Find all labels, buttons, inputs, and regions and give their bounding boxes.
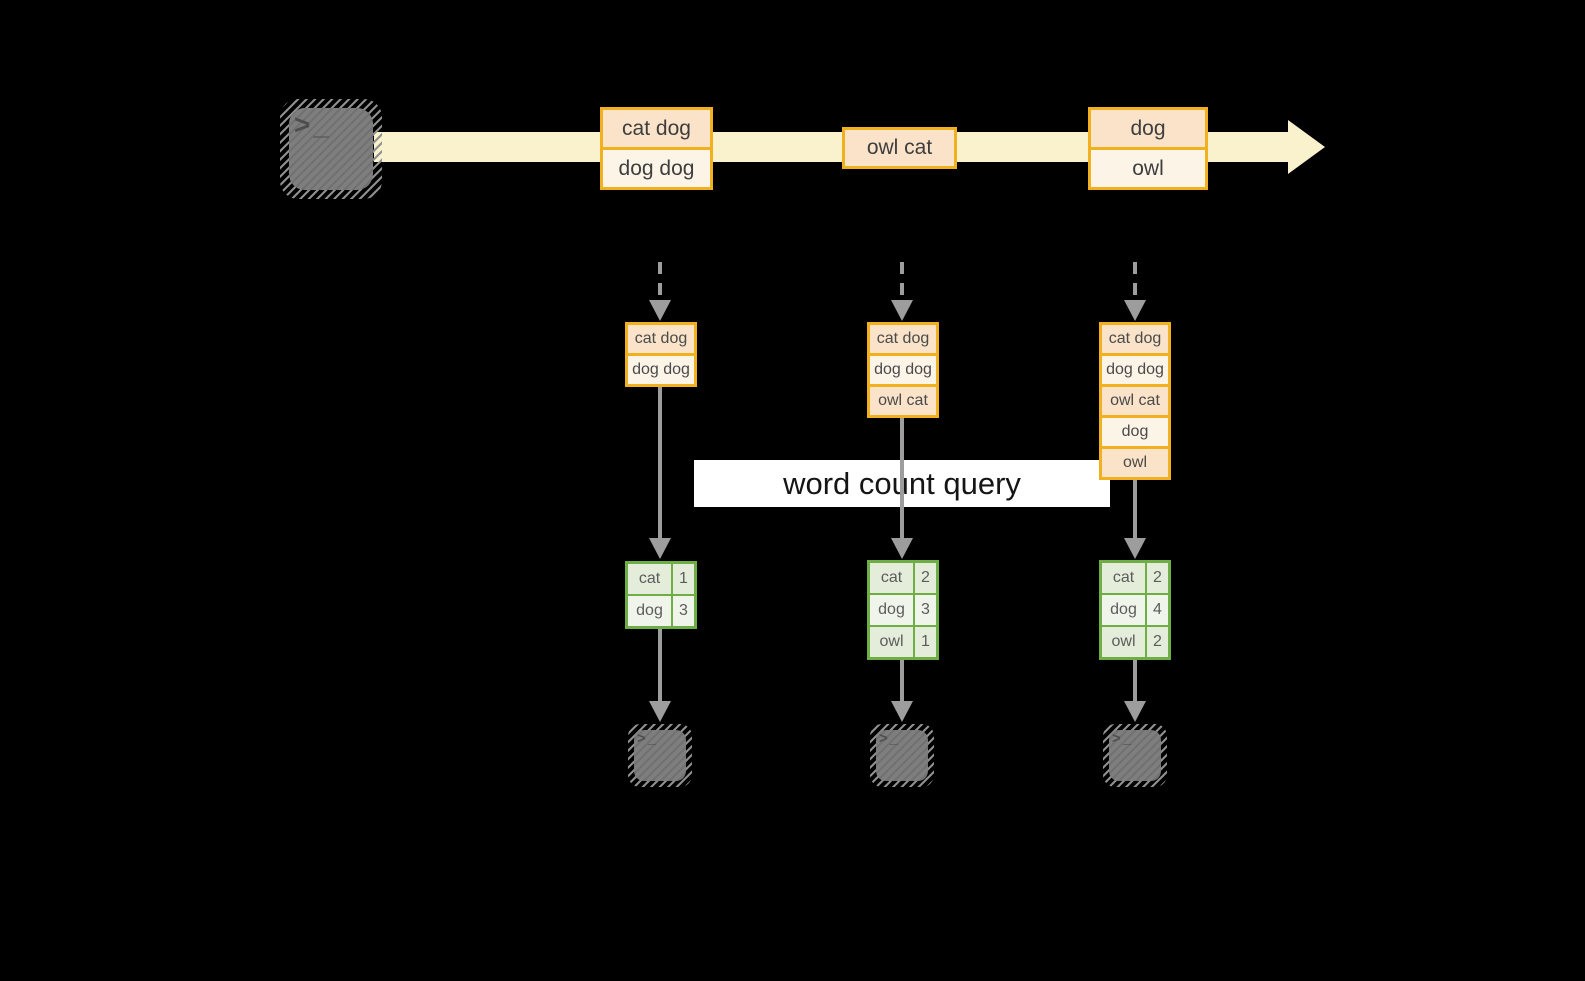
result-count: 2 xyxy=(1147,563,1168,593)
dashed-arrow-shaft xyxy=(900,262,904,302)
stream-arrowhead-icon xyxy=(1288,120,1325,174)
input-row: cat dog xyxy=(870,325,936,353)
output-arrow-head-icon xyxy=(649,701,671,722)
query-arrow-shaft xyxy=(658,387,662,538)
result-table-2: cat 2 dog 3 owl 1 xyxy=(867,560,939,660)
stream-event-line: cat dog xyxy=(603,110,710,147)
output-arrow-head-icon xyxy=(1124,701,1146,722)
output-arrow-shaft xyxy=(1133,660,1137,701)
output-arrow-head-icon xyxy=(891,701,913,722)
result-word: owl xyxy=(1102,627,1145,657)
terminal-source-screen xyxy=(289,108,373,190)
input-row: dog dog xyxy=(870,356,936,384)
terminal-output-2-icon: >_ xyxy=(870,724,934,787)
terminal-output-screen xyxy=(634,730,686,781)
query-arrow-head-icon xyxy=(1124,538,1146,559)
dashed-arrow-shaft xyxy=(1133,262,1137,302)
input-row: owl cat xyxy=(870,387,936,415)
input-row: owl xyxy=(1102,449,1168,477)
dashed-arrow-shaft xyxy=(658,262,662,302)
output-arrow-shaft xyxy=(900,660,904,701)
result-count: 4 xyxy=(1147,595,1168,625)
query-arrow-shaft xyxy=(900,418,904,538)
result-count: 3 xyxy=(915,595,936,625)
result-word: dog xyxy=(870,595,913,625)
input-row: dog dog xyxy=(1102,356,1168,384)
output-arrow-shaft xyxy=(658,629,662,701)
terminal-source-icon: >_ xyxy=(280,99,382,199)
stream-event-line: dog xyxy=(1091,110,1205,147)
result-word: cat xyxy=(628,564,671,594)
query-arrow-head-icon xyxy=(649,538,671,559)
dashed-arrow-head-icon xyxy=(891,300,913,321)
query-arrow-head-icon xyxy=(891,538,913,559)
stream-event-2: owl cat xyxy=(842,127,957,169)
result-table-3: cat 2 dog 4 owl 2 xyxy=(1099,560,1171,660)
stream-event-3: dog owl xyxy=(1088,107,1208,190)
input-row: cat dog xyxy=(1102,325,1168,353)
terminal-output-1-icon: >_ xyxy=(628,724,692,787)
stream-event-1: cat dog dog dog xyxy=(600,107,713,190)
dashed-arrow-head-icon xyxy=(649,300,671,321)
result-word: owl xyxy=(870,627,913,657)
result-word: dog xyxy=(628,596,671,626)
dashed-arrow-head-icon xyxy=(1124,300,1146,321)
input-stack-2: cat dog dog dog owl cat xyxy=(867,322,939,418)
terminal-output-3-icon: >_ xyxy=(1103,724,1167,787)
result-count: 2 xyxy=(1147,627,1168,657)
result-count: 1 xyxy=(673,564,694,594)
terminal-prompt-icon: >_ xyxy=(1112,730,1134,747)
result-count: 3 xyxy=(673,596,694,626)
result-word: cat xyxy=(870,563,913,593)
terminal-prompt-icon: >_ xyxy=(879,730,901,747)
input-row: owl cat xyxy=(1102,387,1168,415)
stream-event-line: owl cat xyxy=(845,130,954,166)
result-word: cat xyxy=(1102,563,1145,593)
terminal-prompt-icon: >_ xyxy=(637,730,659,747)
terminal-prompt-icon: >_ xyxy=(294,109,332,140)
stream-event-line: owl xyxy=(1091,150,1205,187)
input-row: dog xyxy=(1102,418,1168,446)
result-table-1: cat 1 dog 3 xyxy=(625,561,697,629)
stream-event-line: dog dog xyxy=(603,150,710,187)
query-arrow-shaft xyxy=(1133,480,1137,538)
terminal-output-screen xyxy=(876,730,928,781)
result-count: 1 xyxy=(915,627,936,657)
terminal-output-screen xyxy=(1109,730,1161,781)
input-row: dog dog xyxy=(628,356,694,384)
input-stack-3: cat dog dog dog owl cat dog owl xyxy=(1099,322,1171,480)
input-row: cat dog xyxy=(628,325,694,353)
input-stack-1: cat dog dog dog xyxy=(625,322,697,387)
result-count: 2 xyxy=(915,563,936,593)
result-word: dog xyxy=(1102,595,1145,625)
